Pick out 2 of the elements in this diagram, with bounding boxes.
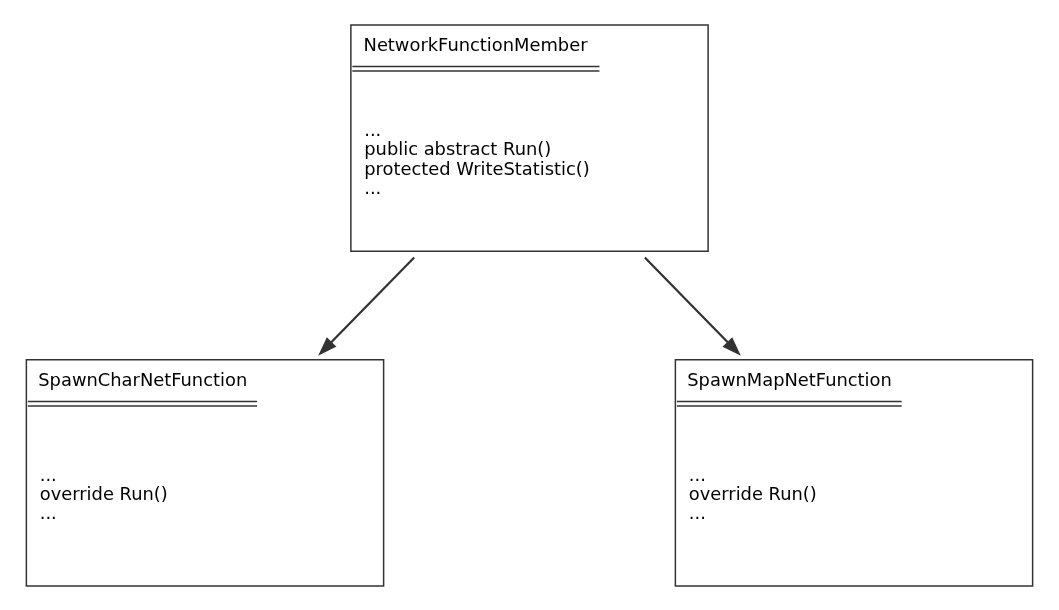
arrow — [644, 256, 741, 356]
arrow — [318, 256, 415, 356]
